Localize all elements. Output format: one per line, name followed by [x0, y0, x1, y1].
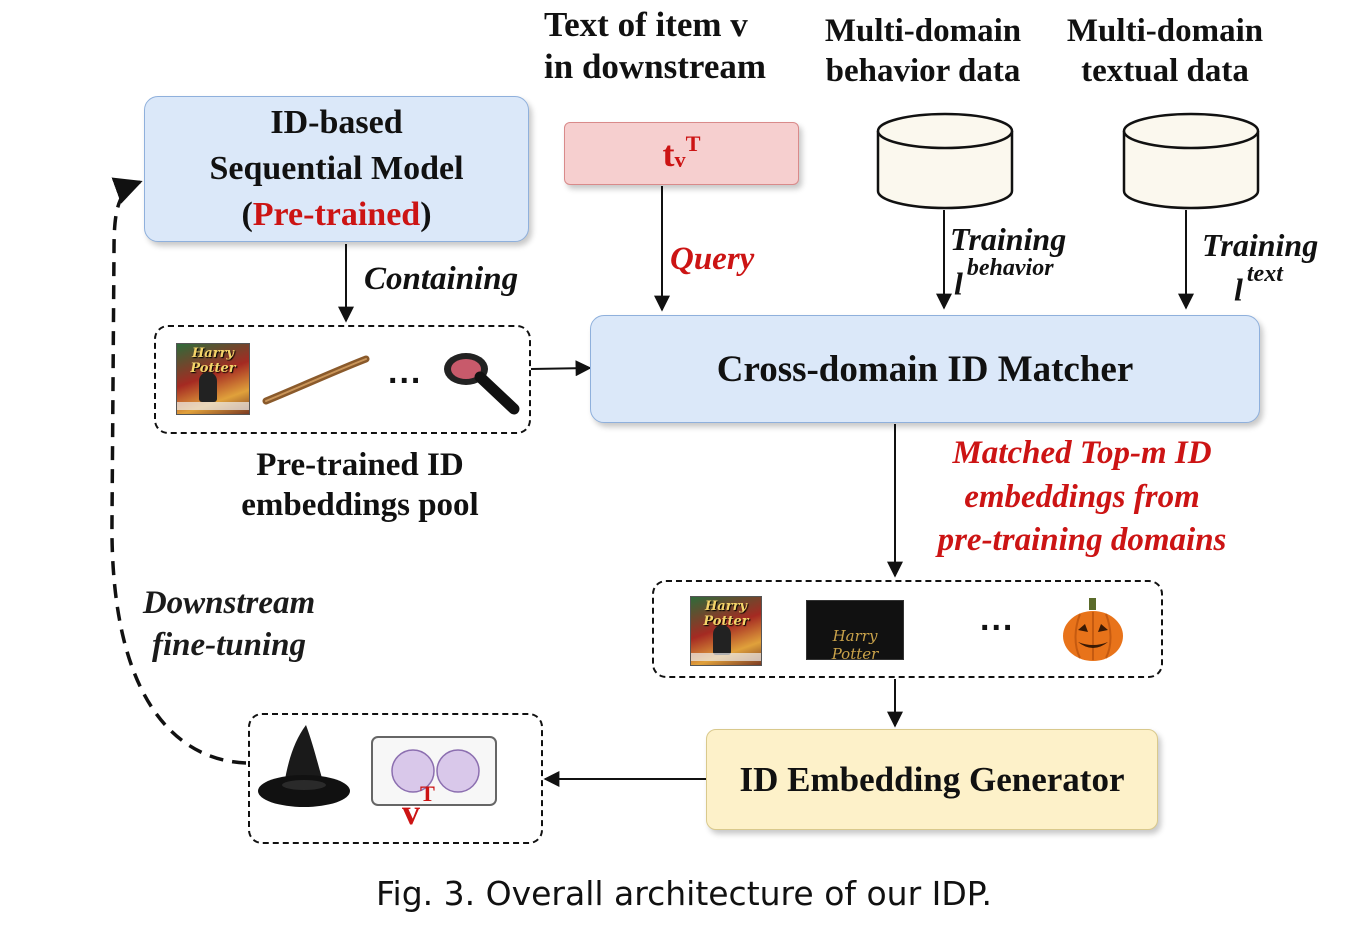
id-embedding-generator: ID Embedding Generator — [706, 729, 1158, 830]
containing-label: Containing — [364, 261, 519, 297]
model-line2: Sequential Model — [209, 150, 464, 188]
matched-ellipsis: ... — [980, 600, 1015, 638]
cross-domain-id-matcher: Cross-domain ID Matcher — [590, 315, 1260, 423]
witch-hat-icon — [258, 725, 350, 807]
textual-data-label: Multi-domain textual data — [1066, 13, 1264, 89]
harry-potter-book-thumb-2: Harry Potter — [690, 596, 762, 666]
pool-label: Pre-trained ID embeddings pool — [241, 447, 479, 523]
query-sub: v — [674, 146, 686, 172]
hair-dryer-brush-icon — [444, 353, 520, 415]
pool-ellipsis: ... — [388, 353, 423, 391]
training-behavior-label: Training — [950, 221, 1067, 257]
output-embedding-box: vT — [248, 713, 543, 844]
text-item-label: Text of item v in downstream — [544, 5, 767, 86]
query-label: Query — [670, 241, 755, 277]
harry-potter-poster-thumb: Harry Potter — [806, 600, 904, 660]
harry-potter-book-thumb: Harry Potter — [176, 343, 250, 415]
arrow-finetune-loop — [110, 177, 247, 765]
model-line1: ID-based — [270, 104, 403, 142]
training-text-label: Training — [1202, 227, 1319, 263]
pretrained-label: Pre-trained — [252, 195, 421, 233]
textual-data-cylinder — [1122, 112, 1260, 210]
query-sup: T — [685, 130, 701, 156]
query-t: t — [662, 133, 675, 174]
wand-icon — [262, 355, 370, 405]
behavior-data-label: Multi-domain behavior data — [824, 13, 1022, 89]
output-v-label: vT — [402, 781, 435, 832]
matched-top-m-label: Matched Top-m ID embeddings from pre-tra… — [937, 435, 1227, 559]
embedding-vector-icon — [371, 736, 497, 806]
id-based-model-box: ID-based Sequential Model (Pre-trained) — [144, 96, 529, 242]
arrow-pool-to-matcher — [530, 360, 592, 377]
matched-embeddings-box: Harry Potter Harry Potter ... — [652, 580, 1163, 678]
pretrained-pool-box: Harry Potter ... — [154, 325, 531, 434]
model-line3: (Pre-trained) — [241, 195, 432, 233]
behavior-data-cylinder — [876, 112, 1014, 210]
pumpkin-icon — [1063, 598, 1123, 661]
downstream-finetuning-label: Downstream fine-tuning — [142, 585, 316, 664]
figure-caption: Fig. 3. Overall architecture of our IDP. — [375, 874, 993, 913]
